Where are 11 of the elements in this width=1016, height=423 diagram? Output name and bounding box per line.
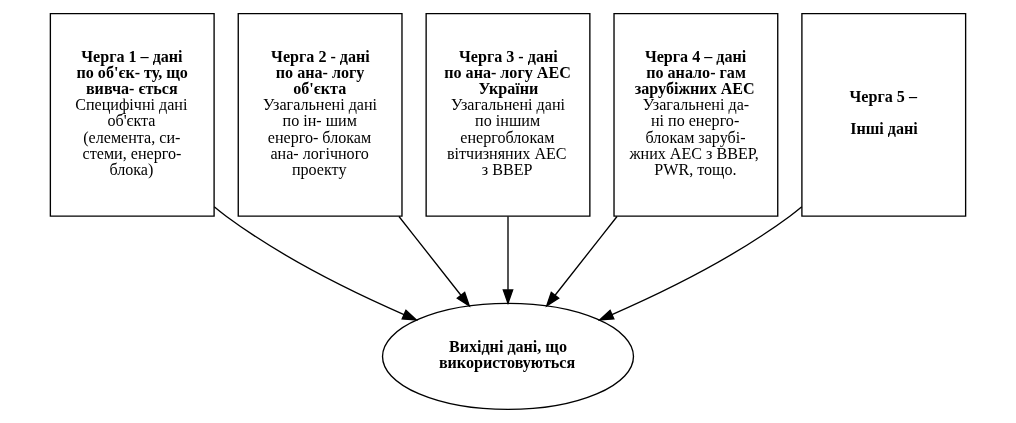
arrow [502, 215, 514, 306]
arrow [398, 215, 471, 308]
node-box: Черга 1 – дані по об'єк- ту, що вивча- ється Специфічні дані об'єкта (елемента, си- стеми, енерго- блока) [49, 12, 215, 217]
node-box: Черга 5 – Інші дані [801, 12, 967, 217]
node-box: Черга 3 - дані по ана- логу АЕС України Узагальнені дані по іншим енергоблокам вітчизняних АЕС з ВВЕР [425, 12, 591, 217]
node-ellipse: Вихідні дані, що використовуються [381, 302, 635, 411]
node-box: Черга 4 – дані по анало- гам зарубіжних АЕС Узагальнені да- ні по енерго- блокам зарубі- жних АЕС з ВВЕР, PWR, тощо. [613, 12, 779, 217]
node-box: Черга 2 - дані по ана- логу об'єкта Узагальнені дані по ін- шим енерго- блокам ана- логічного проекту [237, 12, 403, 217]
arrow [597, 206, 803, 321]
arrow [213, 206, 419, 321]
arrow [545, 215, 618, 308]
